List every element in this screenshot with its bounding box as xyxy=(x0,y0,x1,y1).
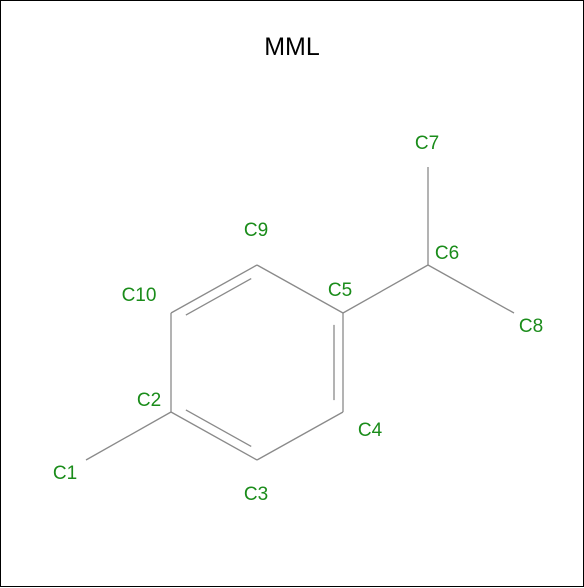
bonds-group xyxy=(85,167,515,461)
atom-label-c8: C8 xyxy=(519,316,543,337)
bond-inner-c2-c3 xyxy=(185,409,252,448)
bond-inner-c9-c10 xyxy=(185,277,252,316)
atom-label-c5: C5 xyxy=(328,280,352,301)
atom-label-c6: C6 xyxy=(435,243,459,264)
bond-c2-c3 xyxy=(170,411,258,461)
bond-c1-c2 xyxy=(85,411,172,461)
atom-label-c9: C9 xyxy=(244,220,268,241)
atom-label-c4: C4 xyxy=(358,420,383,441)
bond-c5-c6 xyxy=(342,264,429,314)
atom-label-c7: C7 xyxy=(415,133,439,154)
bond-c6-c8 xyxy=(427,264,515,314)
bond-c9-c10 xyxy=(170,264,258,314)
atom-label-c1: C1 xyxy=(53,463,77,484)
atom-label-c10: C10 xyxy=(122,285,157,306)
atom-label-c3: C3 xyxy=(244,484,268,505)
bond-c5-c9 xyxy=(256,264,344,314)
bond-c3-c4 xyxy=(256,411,344,461)
diagram-title: MML xyxy=(264,33,320,61)
atom-label-c2: C2 xyxy=(137,390,161,411)
